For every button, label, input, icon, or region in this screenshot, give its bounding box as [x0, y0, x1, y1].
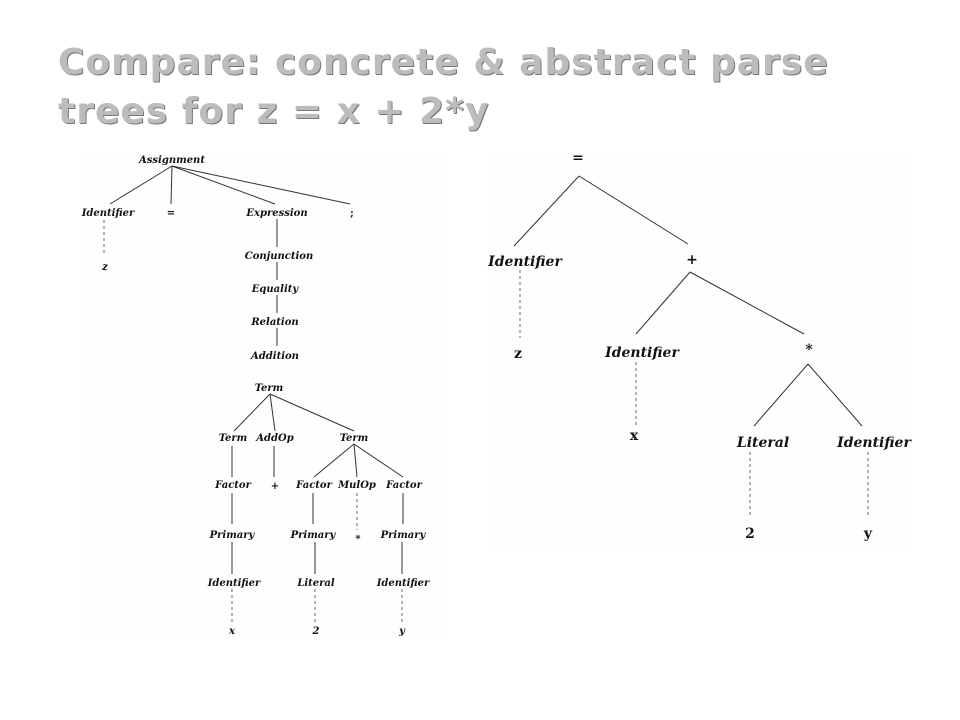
node-primary-mid: Primary [290, 530, 337, 541]
edge [353, 443, 358, 478]
node-identifier-x: Identifier [604, 345, 680, 361]
edge [171, 165, 351, 205]
edge [635, 271, 691, 335]
node-conjunction: Conjunction [245, 251, 314, 262]
leaf-2: 2 [745, 526, 755, 542]
slide-title: Compare: concrete & abstract parse trees… [58, 38, 829, 136]
edge [513, 175, 580, 247]
title-line-1: Compare: concrete & abstract parse [58, 42, 829, 83]
edge [269, 393, 276, 432]
node-star: * [355, 534, 361, 545]
node-identifier-z: Identifier [81, 208, 135, 219]
leaf-x: x [228, 626, 236, 637]
title-line-2: trees for z = x + 2*y [58, 91, 490, 132]
concrete-parse-tree-panel: Assignment Identifier = Expression ; z C… [81, 152, 444, 638]
node-expression: Expression [245, 208, 307, 219]
edge [353, 443, 404, 478]
leaf-z: z [101, 262, 108, 273]
node-equality: Equality [251, 284, 300, 295]
leaf-z: z [514, 346, 522, 362]
node-mulop: MulOp [337, 480, 376, 491]
node-assignment: Assignment [138, 155, 205, 166]
edge [753, 363, 809, 427]
leaf-y: y [398, 626, 406, 637]
node-factor-right: Factor [385, 480, 422, 491]
edge [170, 165, 173, 205]
node-addition: Addition [250, 351, 299, 362]
node-equals: = [167, 208, 175, 219]
leaf-2: 2 [312, 626, 320, 637]
node-identifier-x: Identifier [207, 578, 261, 589]
node-term-left: Term [219, 433, 248, 444]
node-addop: AddOp [255, 433, 293, 444]
edge [313, 443, 355, 478]
edge [109, 165, 173, 205]
node-plus: + [271, 481, 279, 492]
edge [689, 271, 805, 335]
node-identifier-z: Identifier [487, 254, 563, 270]
leaf-y: y [863, 526, 873, 542]
edge [269, 393, 355, 432]
node-root-assign: = [572, 150, 584, 166]
node-literal-2: Literal [736, 435, 789, 451]
edge [233, 393, 271, 432]
node-factor-left: Factor [214, 480, 251, 491]
node-identifier-y: Identifier [836, 435, 912, 451]
concrete-parse-tree: Assignment Identifier = Expression ; z C… [81, 155, 430, 637]
edge [578, 175, 689, 245]
node-semicolon: ; [350, 208, 354, 219]
node-literal-2: Literal [296, 578, 335, 589]
node-relation: Relation [250, 317, 298, 328]
abstract-parse-tree-panel: = Identifier + z Identifier * x Literal … [487, 150, 912, 546]
abstract-parse-tree: = Identifier + z Identifier * x Literal … [487, 150, 912, 542]
node-plus: + [686, 252, 698, 268]
node-term-right: Term [340, 433, 369, 444]
node-primary-left: Primary [209, 530, 256, 541]
leaf-x: x [630, 428, 639, 444]
node-star: * [805, 342, 813, 358]
node-identifier-y: Identifier [376, 578, 430, 589]
node-factor-mid: Factor [295, 480, 332, 491]
node-term-root: Term [255, 383, 284, 394]
node-primary-right: Primary [380, 530, 427, 541]
edge [171, 165, 276, 205]
edge [807, 363, 863, 427]
